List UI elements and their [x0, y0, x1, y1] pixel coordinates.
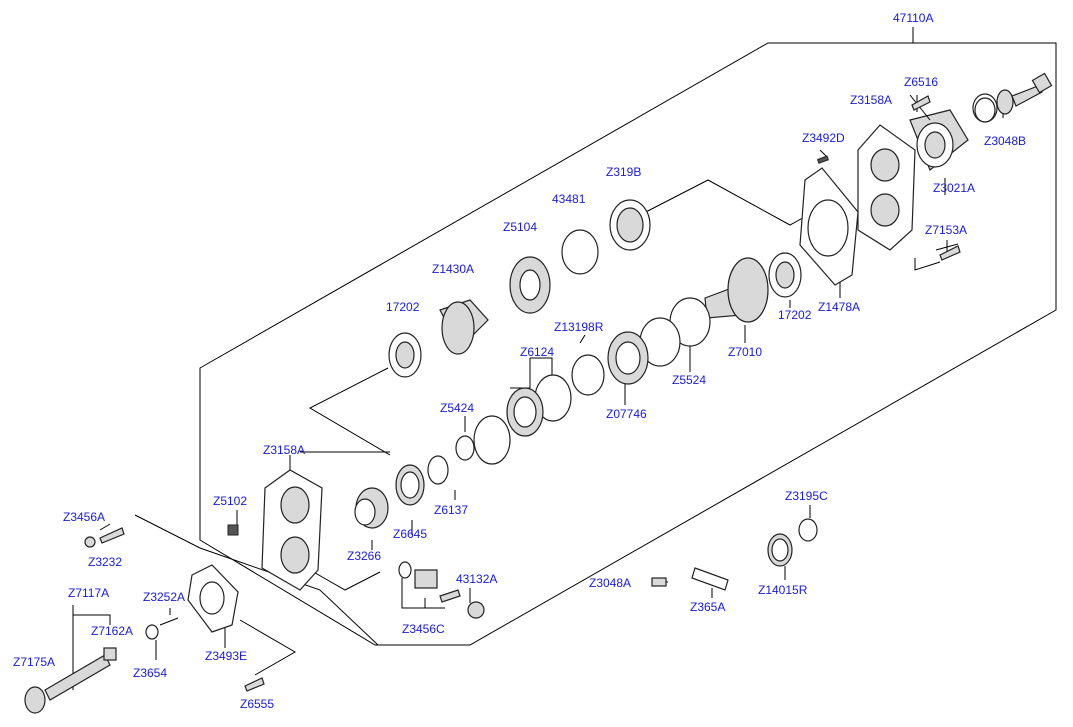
- part-labels: 47110A Z6516 Z3158A Z3492D Z3048B Z3021A…: [13, 11, 1026, 711]
- part-label: Z3266: [347, 549, 381, 563]
- part-label: Z3252A: [143, 590, 185, 604]
- part-label: 43481: [552, 192, 586, 206]
- part-label: Z3195C: [785, 489, 828, 503]
- part-label: Z6516: [904, 75, 938, 89]
- assembly-boundary-line: [199, 42, 1057, 646]
- part-label: Z3048B: [984, 134, 1026, 148]
- leader-lines: [72, 95, 1004, 690]
- part-label: Z6137: [434, 503, 468, 517]
- part-label: 17202: [778, 308, 812, 322]
- part-label: Z3654: [133, 666, 167, 680]
- part-label: Z07746: [606, 407, 647, 421]
- part-label: Z13198R: [554, 320, 604, 334]
- part-label: Z3456A: [63, 510, 105, 524]
- part-label: Z7175A: [13, 655, 55, 669]
- part-label: Z3158A: [263, 443, 305, 457]
- part-label: Z319B: [606, 165, 641, 179]
- label-47110A: 47110A: [893, 11, 933, 25]
- part-label: Z7010: [728, 345, 762, 359]
- part-label: Z3456C: [402, 622, 445, 636]
- part-label: Z3492D: [802, 131, 845, 145]
- part-label: Z3048A: [589, 576, 631, 590]
- parts: [24, 72, 1053, 714]
- part-label: Z7162A: [91, 624, 133, 638]
- part-label: Z6124: [520, 345, 554, 359]
- part-label: Z3021A: [933, 181, 975, 195]
- part-label: Z1430A: [432, 262, 474, 276]
- part-label: Z365A: [690, 600, 725, 614]
- part-label: Z5424: [440, 401, 474, 415]
- part-label: Z5104: [503, 220, 537, 234]
- part-label: Z5102: [213, 494, 247, 508]
- part-label: Z7117A: [68, 586, 109, 600]
- part-label: Z1478A: [818, 300, 860, 314]
- part-label: Z6555: [240, 697, 274, 711]
- part-label: Z6645: [393, 527, 427, 541]
- part-label: 43132A: [456, 572, 497, 586]
- part-label: Z3232: [88, 555, 122, 569]
- part-label: Z3158A: [850, 93, 892, 107]
- part-label: Z5524: [672, 373, 706, 387]
- part-label: 17202: [386, 300, 420, 314]
- part-label: Z3493E: [205, 649, 247, 663]
- part-label: Z7153A: [925, 223, 967, 237]
- part-label: Z14015R: [758, 583, 808, 597]
